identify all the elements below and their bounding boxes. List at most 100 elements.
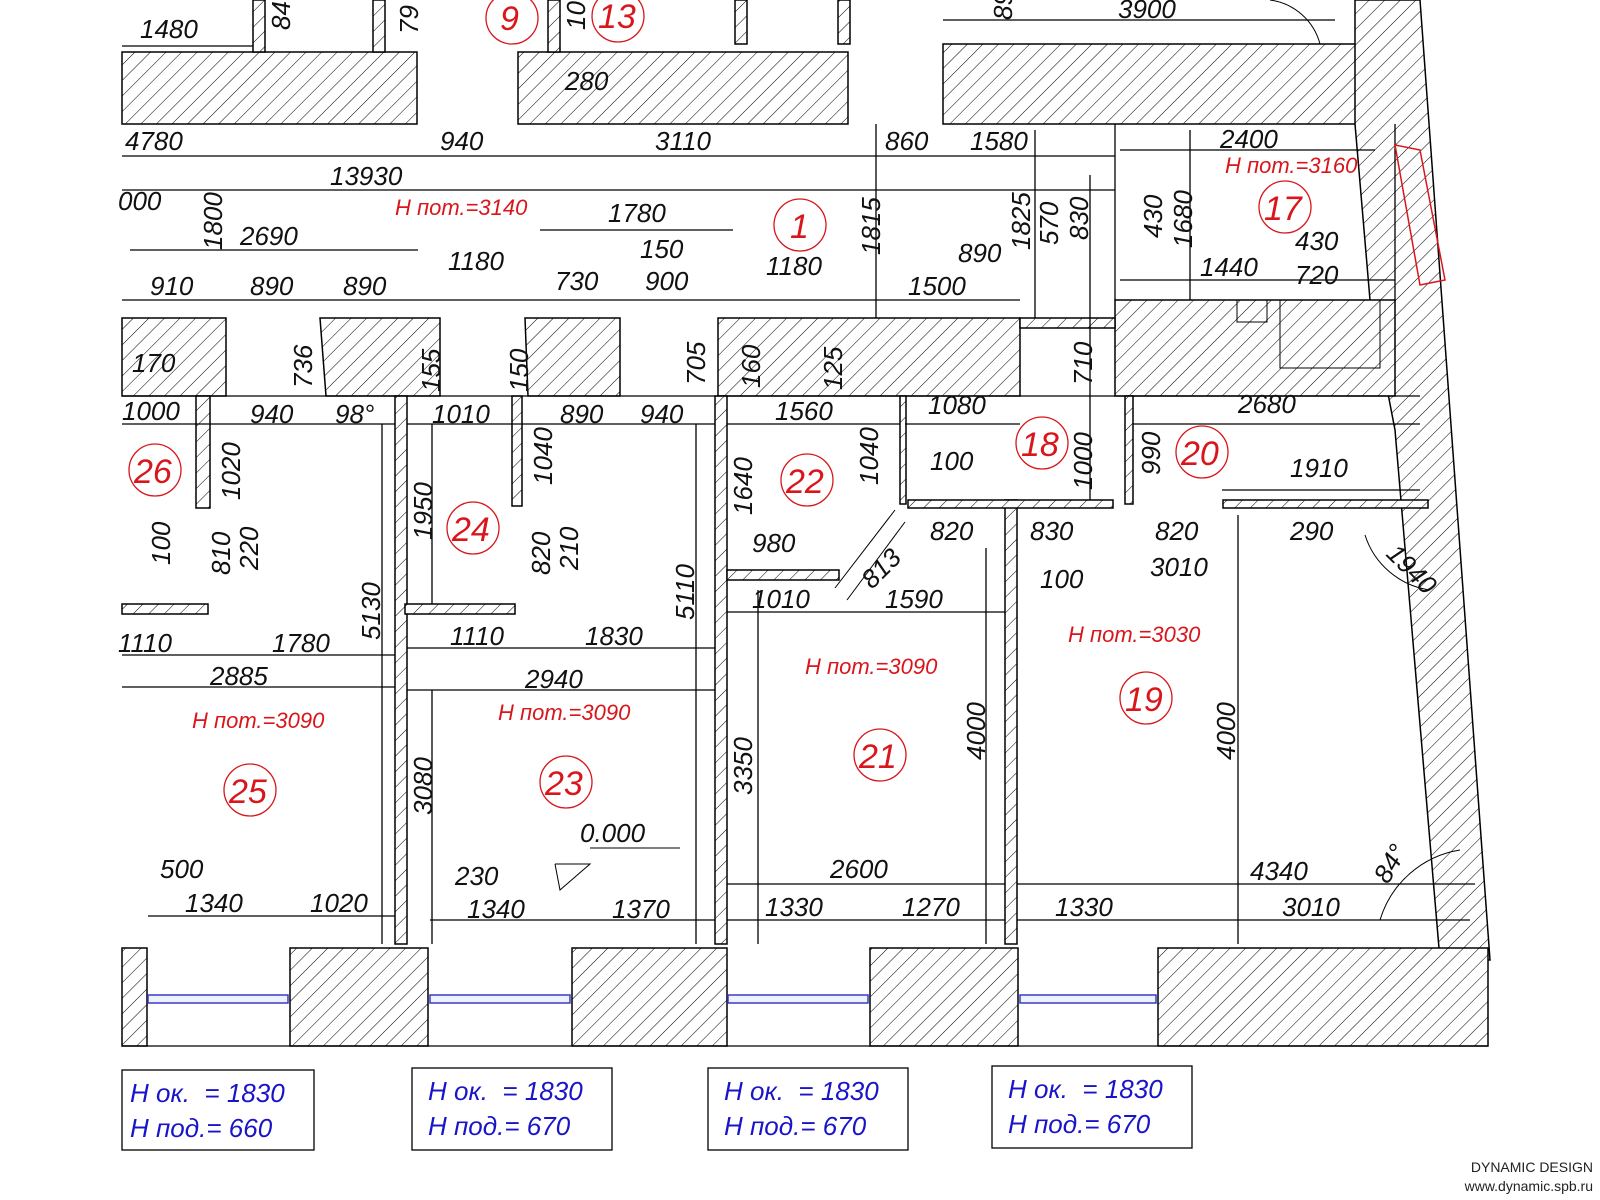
wall-mid-1 — [121, 317, 227, 397]
dim-5130: 5130 — [356, 582, 386, 640]
dim-89: 89 — [988, 0, 1018, 20]
dim-0000-level: 0.000 — [580, 818, 646, 848]
room-number-18: 18 — [1021, 426, 1059, 464]
dim-1330-a: 1330 — [765, 892, 823, 922]
dim-1825: 1825 — [1006, 192, 1036, 250]
wall-stub-5 — [837, 0, 851, 45]
wall-bottom-4 — [869, 947, 1019, 1047]
room-number-21: 21 — [858, 738, 897, 776]
dim-84deg: 84° — [1367, 839, 1413, 888]
dim-1330-b: 1330 — [1055, 892, 1113, 922]
window-1-h-pod: H под.= 660 — [130, 1113, 273, 1143]
dim-1780-b: 1780 — [272, 628, 330, 658]
wall-v-1 — [195, 395, 211, 509]
dim-13930: 13930 — [330, 161, 403, 191]
dim-3080: 3080 — [408, 757, 438, 815]
dim-820-a: 820 — [526, 531, 556, 575]
window-1-h-ok: H ок. = 1830 — [130, 1078, 285, 1108]
dim-170: 170 — [132, 348, 176, 378]
window-4 — [1019, 994, 1157, 1004]
room-number-20: 20 — [1180, 435, 1219, 473]
dim-210: 210 — [554, 526, 584, 571]
wall-top-left — [121, 51, 418, 125]
room-numbers: 1 9 13 17 18 19 20 21 22 23 24 25 26 — [128, 0, 1312, 817]
dim-430-v: 430 — [1138, 194, 1168, 238]
window-3 — [727, 994, 869, 1004]
room-number-13: 13 — [598, 0, 636, 36]
dim-1180-a: 1180 — [448, 246, 504, 276]
dim-990: 990 — [1136, 431, 1166, 475]
wall-bottom-2 — [289, 947, 429, 1047]
dim-2940: 2940 — [524, 664, 583, 694]
wall-v-7 — [899, 395, 907, 505]
dim-5110: 5110 — [670, 564, 700, 620]
dim-4340: 4340 — [1250, 856, 1308, 886]
window-info-box-4 — [991, 1065, 1193, 1149]
window-3-h-pod: H под.= 670 — [724, 1111, 867, 1141]
dim-1110-a: 1110 — [118, 628, 173, 658]
dim-736: 736 — [288, 344, 318, 388]
window-4-h-pod: H под.= 670 — [1008, 1109, 1151, 1139]
dim-940-mid: 940 — [250, 399, 294, 429]
dim-1480: 1480 — [140, 14, 198, 44]
dim-3110: 3110 — [655, 126, 711, 156]
dim-2400: 2400 — [1219, 124, 1278, 154]
dim-155: 155 — [416, 348, 446, 392]
wall-mid-5 — [1114, 299, 1396, 397]
window-2-h-ok: H ок. = 1830 — [428, 1076, 583, 1106]
dim-1020-b: 1020 — [310, 888, 368, 918]
dim-1270: 1270 — [902, 892, 960, 922]
wall-h-22 — [726, 569, 840, 581]
dim-100-b: 100 — [1040, 564, 1084, 594]
dim-720: 720 — [1295, 260, 1339, 290]
dim-4780: 4780 — [125, 126, 183, 156]
window-info-box-2 — [411, 1067, 613, 1151]
dim-1640: 1640 — [728, 457, 758, 515]
dimension-lines — [122, 0, 1488, 1047]
dim-4000-a: 4000 — [961, 702, 991, 760]
dim-1010-b: 1010 — [752, 584, 810, 614]
dim-570: 570 — [1034, 201, 1064, 245]
wall-h-26 — [121, 603, 209, 615]
wall-top-right — [942, 43, 1364, 125]
room-number-9: 9 — [500, 0, 519, 38]
dim-1500: 1500 — [908, 271, 966, 301]
dim-1080: 1080 — [928, 390, 986, 420]
dim-2680: 2680 — [1237, 389, 1296, 419]
wall-v-5 — [1004, 499, 1018, 945]
wall-h-19 — [1222, 499, 1429, 509]
dim-230: 230 — [454, 861, 499, 891]
wall-mid-4 — [717, 317, 1021, 397]
dim-2600: 2600 — [829, 854, 888, 884]
wall-h-18 — [907, 499, 1114, 509]
wall-mid-6 — [1019, 317, 1116, 329]
room-number-17: 17 — [1264, 190, 1303, 228]
wall-stub-2 — [372, 0, 386, 53]
dim-1340-b: 1340 — [467, 894, 525, 924]
wall-stub-4 — [734, 0, 748, 45]
dim-100-a: 100 — [930, 446, 974, 476]
wall-bottom-3 — [571, 947, 728, 1047]
dim-1780-top: 1780 — [608, 198, 666, 228]
room-number-22: 22 — [785, 463, 824, 501]
dim-890-a: 890 — [250, 271, 294, 301]
dim-830-v: 830 — [1064, 196, 1094, 240]
dim-1110-b: 1110 — [450, 621, 505, 651]
dim-1590: 1590 — [885, 584, 943, 614]
dim-500: 500 — [160, 854, 204, 884]
wall-top-mid — [517, 51, 849, 125]
window-1 — [147, 994, 289, 1004]
dim-1830: 1830 — [585, 621, 643, 651]
dim-1180-b: 1180 — [766, 251, 822, 281]
wall-h-24 — [404, 603, 516, 615]
dim-1440: 1440 — [1200, 252, 1258, 282]
wall-stub-3 — [547, 0, 561, 53]
dim-150-v: 150 — [504, 348, 534, 392]
dim-10: 10 — [561, 1, 591, 30]
dim-1000-right: 1000 — [1068, 432, 1098, 490]
ceiling-room-19: Н пот.=3030 — [1068, 622, 1201, 647]
window-3-h-ok: H ок. = 1830 — [724, 1076, 879, 1106]
dim-1370: 1370 — [612, 894, 670, 924]
dim-670: 98° — [335, 399, 374, 429]
room-number-26: 26 — [133, 453, 172, 491]
